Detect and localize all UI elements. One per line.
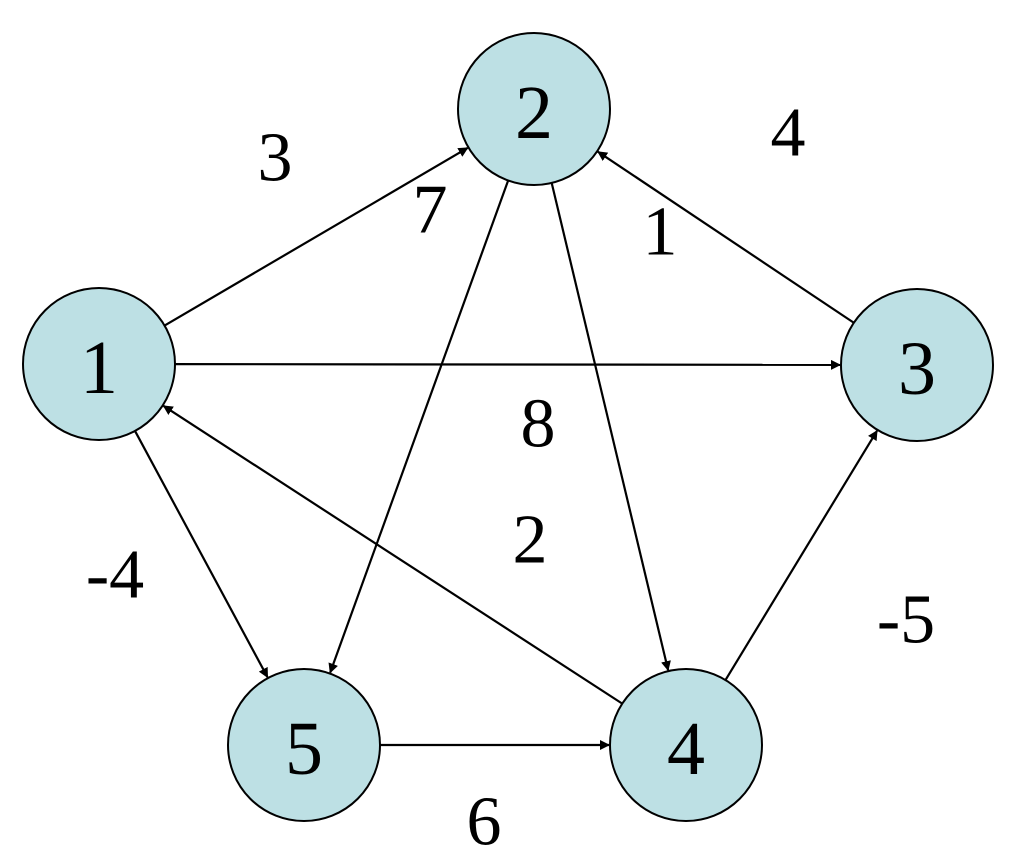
edge-weight-5-to-4: 6 — [467, 784, 502, 861]
node-circle-1 — [22, 287, 176, 441]
node-3: 3 — [840, 288, 994, 442]
node-label-3: 3 — [898, 327, 936, 411]
edge-3-to-2 — [597, 150, 855, 324]
edge-1-to-3 — [174, 359, 842, 370]
node-2: 2 — [457, 32, 611, 186]
edges — [134, 146, 878, 750]
edge-weight-2-to-4: 1 — [643, 194, 678, 271]
edge-weight-3-to-2: 4 — [771, 95, 806, 172]
node-5: 5 — [227, 668, 381, 822]
node-label-4: 4 — [667, 707, 705, 791]
node-1: 1 — [22, 287, 176, 441]
node-label-1: 1 — [80, 326, 118, 410]
edge-2-to-5 — [328, 180, 510, 674]
edge-weight-1-to-5: -4 — [86, 537, 144, 614]
edge-4-to-3 — [724, 429, 878, 681]
edge-4-to-1 — [162, 404, 623, 705]
node-label-5: 5 — [285, 707, 323, 791]
edge-weight-4-to-3: -5 — [877, 582, 935, 659]
node-circle-3 — [840, 288, 994, 442]
node-4: 4 — [609, 668, 763, 822]
edge-weight-4-to-1: 2 — [513, 502, 548, 579]
edge-weight-2-to-5: 7 — [413, 172, 448, 249]
node-circle-2 — [457, 32, 611, 186]
node-label-2: 2 — [515, 71, 553, 155]
edge-2-to-4 — [550, 182, 671, 672]
edge-1-to-2 — [164, 146, 469, 327]
nodes: 1 2 3 4 5 — [22, 32, 994, 822]
node-circle-5 — [227, 668, 381, 822]
edge-weight-1-to-3: 8 — [521, 386, 556, 463]
edge-1-to-5 — [134, 430, 269, 679]
node-circle-4 — [609, 668, 763, 822]
edge-weight-1-to-2: 3 — [258, 120, 293, 197]
